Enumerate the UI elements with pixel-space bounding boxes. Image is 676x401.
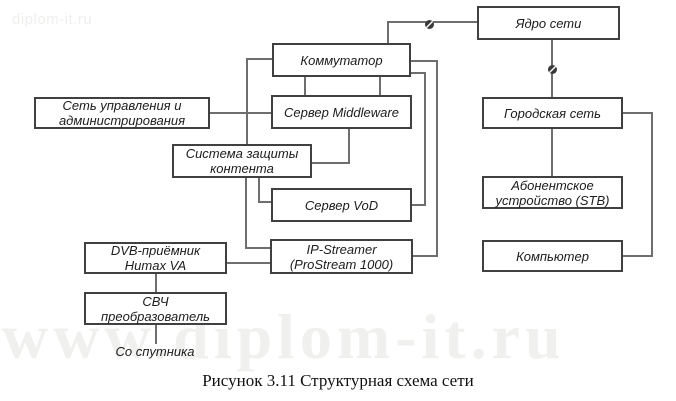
- connector-middleware-sistema-v: [348, 129, 350, 164]
- node-dvb-receiver: DVB-приёмник Humax VA: [84, 242, 227, 274]
- connector-sistema-vod-v: [258, 178, 260, 203]
- connector-kommutator-sistema-v: [246, 58, 248, 144]
- connector-kommutator-vod-h2: [412, 204, 426, 206]
- connector-kommutator-ipstreamer-h2: [413, 255, 438, 257]
- node-content-protection: Система защиты контента: [172, 144, 312, 178]
- node-stb-device: Абонентское устройство (STB): [482, 176, 623, 209]
- connector-gorodskaya-computer-h1: [623, 112, 653, 114]
- connector-dvb-ipstreamer: [227, 262, 270, 264]
- connector-kommutator-ipstreamer-h1: [411, 60, 438, 62]
- connector-kommutator-middleware-2: [379, 77, 381, 95]
- crossed-circle-icon: [547, 62, 558, 74]
- connector-kommutator-yadro-v: [387, 22, 389, 44]
- node-management-network: Сеть управления и администрирования: [34, 97, 210, 129]
- connector-setupr-middleware: [210, 112, 272, 114]
- watermark-small: diplom-it.ru: [12, 11, 93, 28]
- connector-svch-sputnik: [155, 325, 157, 344]
- node-microwave-converter: СВЧ преобразователь: [84, 292, 227, 325]
- connector-dvb-svch: [155, 273, 157, 292]
- connector-kommutator-vod-v: [424, 72, 426, 206]
- connector-kommutator-vod-h1: [411, 72, 426, 74]
- connector-kommutator-sistema-h: [246, 58, 273, 60]
- connector-sistema-vod-h: [258, 201, 272, 203]
- connector-kommutator-middleware-1: [304, 77, 306, 95]
- node-ip-streamer: IP-Streamer (ProStream 1000): [270, 239, 413, 274]
- node-vod-server: Сервер VoD: [271, 188, 412, 222]
- node-switch: Коммутатор: [272, 43, 411, 77]
- connector-sistema-ipstreamer-v: [245, 178, 247, 249]
- node-city-network: Городская сеть: [482, 97, 623, 129]
- connector-gorodskaya-abonent: [551, 129, 553, 176]
- node-computer: Компьютер: [482, 240, 623, 272]
- crossed-circle-icon: [424, 17, 435, 29]
- connector-middleware-sistema-h: [312, 162, 350, 164]
- figure-caption: Рисунок 3.11 Структурная схема сети: [202, 371, 474, 390]
- node-core-network: Ядро сети: [477, 6, 620, 40]
- connector-sistema-ipstreamer-h: [245, 247, 271, 249]
- connector-gorodskaya-computer-v: [651, 112, 653, 257]
- node-middleware-server: Сервер Middleware: [271, 95, 412, 129]
- connector-gorodskaya-computer-h2: [623, 255, 653, 257]
- connector-kommutator-ipstreamer-v: [436, 60, 438, 257]
- from-satellite-label: Со спутника: [115, 344, 195, 359]
